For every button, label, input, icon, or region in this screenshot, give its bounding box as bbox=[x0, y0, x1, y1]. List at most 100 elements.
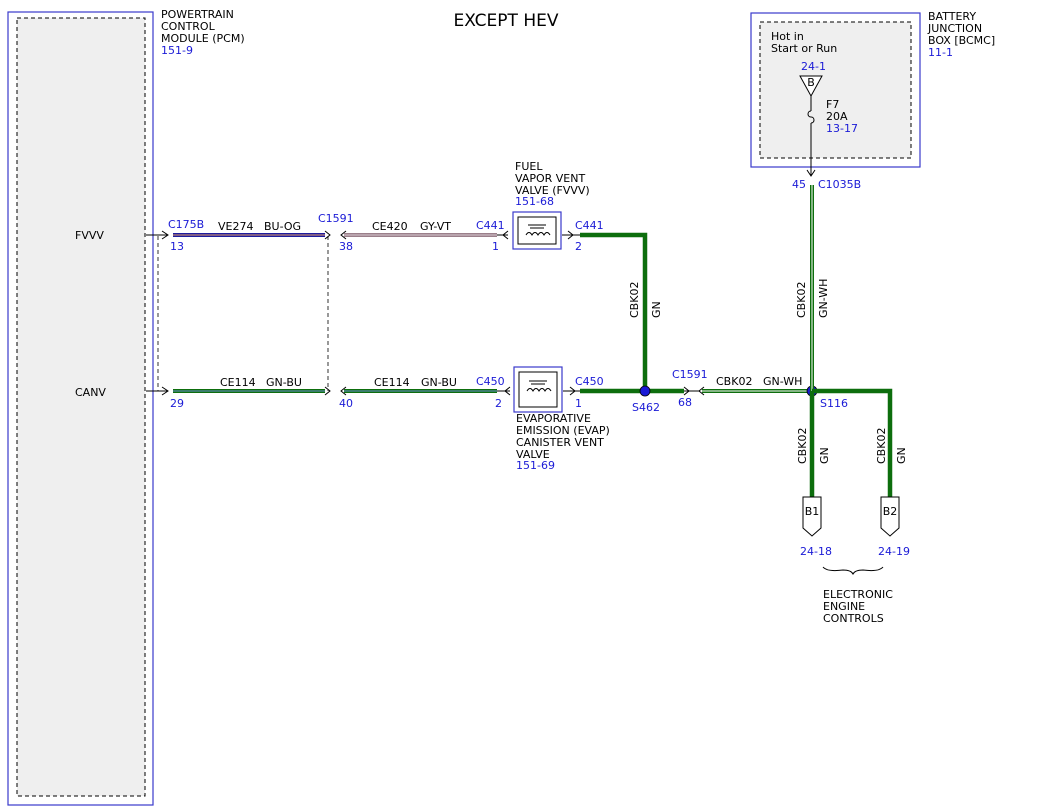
fuse-ref[interactable]: 13-17 bbox=[826, 122, 858, 135]
branch1-color: GN bbox=[818, 447, 831, 464]
bjb-name-line-2: JUNCTION bbox=[927, 22, 982, 35]
pcm-inner-box bbox=[16, 17, 146, 797]
pcm-connector-arrows bbox=[146, 230, 169, 396]
diagram-title: EXCEPT HEV bbox=[454, 11, 559, 31]
bjb-hot-line-1: Hot in bbox=[771, 30, 804, 43]
connector-c175b[interactable]: C175B bbox=[168, 218, 204, 231]
connector-c1035b[interactable]: C1035B bbox=[818, 178, 861, 191]
pcm-name-line-1: POWERTRAIN bbox=[161, 8, 234, 21]
fvvv-name-line-3: VALVE (FVVV) bbox=[515, 184, 590, 197]
arrow-c1035b bbox=[806, 169, 816, 177]
bjb-hot-line-2: Start or Run bbox=[771, 42, 837, 55]
bjb-ref[interactable]: 11-1 bbox=[928, 46, 953, 59]
pin-29: 29 bbox=[170, 397, 184, 410]
wire-cbk02-gn-wh-color: GN-WH bbox=[763, 375, 802, 388]
wire-ce114-left-color: GN-BU bbox=[266, 376, 302, 389]
evap-valve[interactable]: EVAPORATIVE EMISSION (EVAP) CANISTER VEN… bbox=[513, 366, 610, 472]
wire-cbk02-right-vert-circuit: CBK02 bbox=[795, 282, 808, 318]
fvvv-ref[interactable]: 151-68 bbox=[515, 195, 554, 208]
arrow-pin-13 bbox=[146, 230, 169, 240]
pcm-ref[interactable]: 151-9 bbox=[161, 44, 193, 57]
terminal-b2-icon[interactable] bbox=[880, 496, 900, 537]
fvvv-name-line-1: FUEL bbox=[515, 160, 543, 173]
arrow-c1591-top-right bbox=[340, 230, 347, 240]
eec-line-3: CONTROLS bbox=[823, 612, 884, 625]
fuse-icon bbox=[807, 110, 815, 124]
wire-cbk02-gn-wh-circuit: CBK02 bbox=[716, 375, 752, 388]
wire-ce114-right-color: GN-BU bbox=[421, 376, 457, 389]
solenoid-icon bbox=[525, 224, 551, 236]
arrow-pin-29 bbox=[146, 386, 169, 396]
fvvv-valve-inner bbox=[517, 216, 557, 245]
bus-triangle-icon bbox=[799, 75, 823, 98]
connector-c441-right[interactable]: C441 bbox=[575, 219, 604, 232]
pin-c450-1: 1 bbox=[575, 397, 582, 410]
bjb-name-line-1: BATTERY bbox=[928, 10, 976, 23]
evap-name-line-1: EVAPORATIVE bbox=[516, 412, 591, 425]
eec-line-2: ENGINE bbox=[823, 600, 865, 613]
wire-ce114-left-circuit: CE114 bbox=[220, 376, 256, 389]
bjb-name-line-3: BOX [BCMC] bbox=[928, 34, 995, 47]
wire-ce114-right-circuit: CE114 bbox=[374, 376, 410, 389]
evap-name-line-4: VALVE bbox=[516, 448, 550, 461]
pin-13: 13 bbox=[170, 240, 184, 253]
pin-c441-2: 2 bbox=[575, 240, 582, 253]
connector-dashed-outline bbox=[157, 236, 329, 391]
evap-ref[interactable]: 151-69 bbox=[516, 459, 555, 472]
fvvv-name-line-2: VAPOR VENT bbox=[515, 172, 585, 185]
wire-cbk02-vert-circuit: CBK02 bbox=[628, 282, 641, 318]
wire-ce420-color: GY-VT bbox=[420, 220, 451, 233]
right-vertical-circuit: CBK02 GN-WH bbox=[795, 185, 830, 391]
solenoid-icon bbox=[526, 380, 552, 392]
connector-c1591-top[interactable]: C1591 bbox=[318, 212, 354, 225]
bottom-circuit: 29 CE114 GN-BU 40 CE114 GN-BU C450 2 C45… bbox=[170, 368, 848, 414]
pin-40: 40 bbox=[339, 397, 353, 410]
pin-c450-2: 2 bbox=[495, 397, 502, 410]
branch1-ref[interactable]: 24-18 bbox=[800, 545, 832, 558]
terminal-b1-icon[interactable] bbox=[802, 496, 822, 537]
wire-branch-b2[interactable] bbox=[812, 388, 893, 497]
pcm-pin-fvvv-label: FVVV bbox=[75, 229, 104, 242]
wire-cbk02-gn-top[interactable] bbox=[580, 232, 648, 391]
pcm-module: POWERTRAIN CONTROL MODULE (PCM) 151-9 FV… bbox=[7, 8, 245, 806]
battery-junction-box: Hot in Start or Run 24-1 B F7 20A 13-17 … bbox=[750, 10, 995, 191]
splice-s116-label: S116 bbox=[820, 397, 848, 410]
fvvv-valve[interactable]: FUEL VAPOR VENT VALVE (FVVV) 151-68 bbox=[512, 160, 590, 250]
fuse-name: F7 bbox=[826, 98, 839, 111]
splice-s462-label: S462 bbox=[632, 401, 660, 414]
splice-s462[interactable] bbox=[639, 385, 651, 397]
fuse-rating: 20A bbox=[826, 110, 848, 123]
terminal-b1-label: B1 bbox=[805, 505, 820, 518]
bjb-bus-letter: B bbox=[807, 76, 815, 89]
top-circuit: C175B 13 VE274 BU-OG C1591 38 CE420 GY-V… bbox=[168, 212, 663, 391]
connector-c450-left[interactable]: C450 bbox=[476, 375, 505, 388]
wire-ce420-circuit: CE420 bbox=[372, 220, 408, 233]
wire-cbk02-right-vert-color: GN-WH bbox=[817, 279, 830, 318]
pin-38: 38 bbox=[339, 240, 353, 253]
connector-c441-left[interactable]: C441 bbox=[476, 219, 505, 232]
wire-ve274-circuit: VE274 bbox=[218, 220, 253, 233]
connector-c1591-bottom[interactable]: C1591 bbox=[672, 368, 708, 381]
connector-c450-right[interactable]: C450 bbox=[575, 375, 604, 388]
pin-68: 68 bbox=[678, 396, 692, 409]
pcm-name-line-2: CONTROL bbox=[161, 20, 216, 33]
wire-cbk02-vert-color: GN bbox=[650, 301, 663, 318]
terminal-b2-label: B2 bbox=[883, 505, 898, 518]
pcm-pin-canv-label: CANV bbox=[75, 386, 106, 399]
brace-icon bbox=[822, 566, 884, 576]
wire-ve274-color: BU-OG bbox=[264, 220, 301, 233]
bjb-bus-ref[interactable]: 24-1 bbox=[801, 60, 826, 73]
pin-c441-1: 1 bbox=[492, 240, 499, 253]
branch2-color: GN bbox=[895, 447, 908, 464]
eec-line-1: ELECTRONIC bbox=[823, 588, 893, 601]
arrow-c1591-top bbox=[324, 230, 331, 240]
branch2-circuit: CBK02 bbox=[875, 428, 888, 464]
evap-name-line-2: EMISSION (EVAP) bbox=[516, 424, 610, 437]
branch-circuits: CBK02 GN CBK02 GN B1 B2 24-18 24-19 ELEC… bbox=[796, 388, 910, 625]
evap-name-line-3: CANISTER VENT bbox=[516, 436, 604, 449]
branch2-ref[interactable]: 24-19 bbox=[878, 545, 910, 558]
pcm-name-line-3: MODULE (PCM) bbox=[161, 32, 245, 45]
branch1-circuit: CBK02 bbox=[796, 428, 809, 464]
pin-45: 45 bbox=[792, 178, 806, 191]
